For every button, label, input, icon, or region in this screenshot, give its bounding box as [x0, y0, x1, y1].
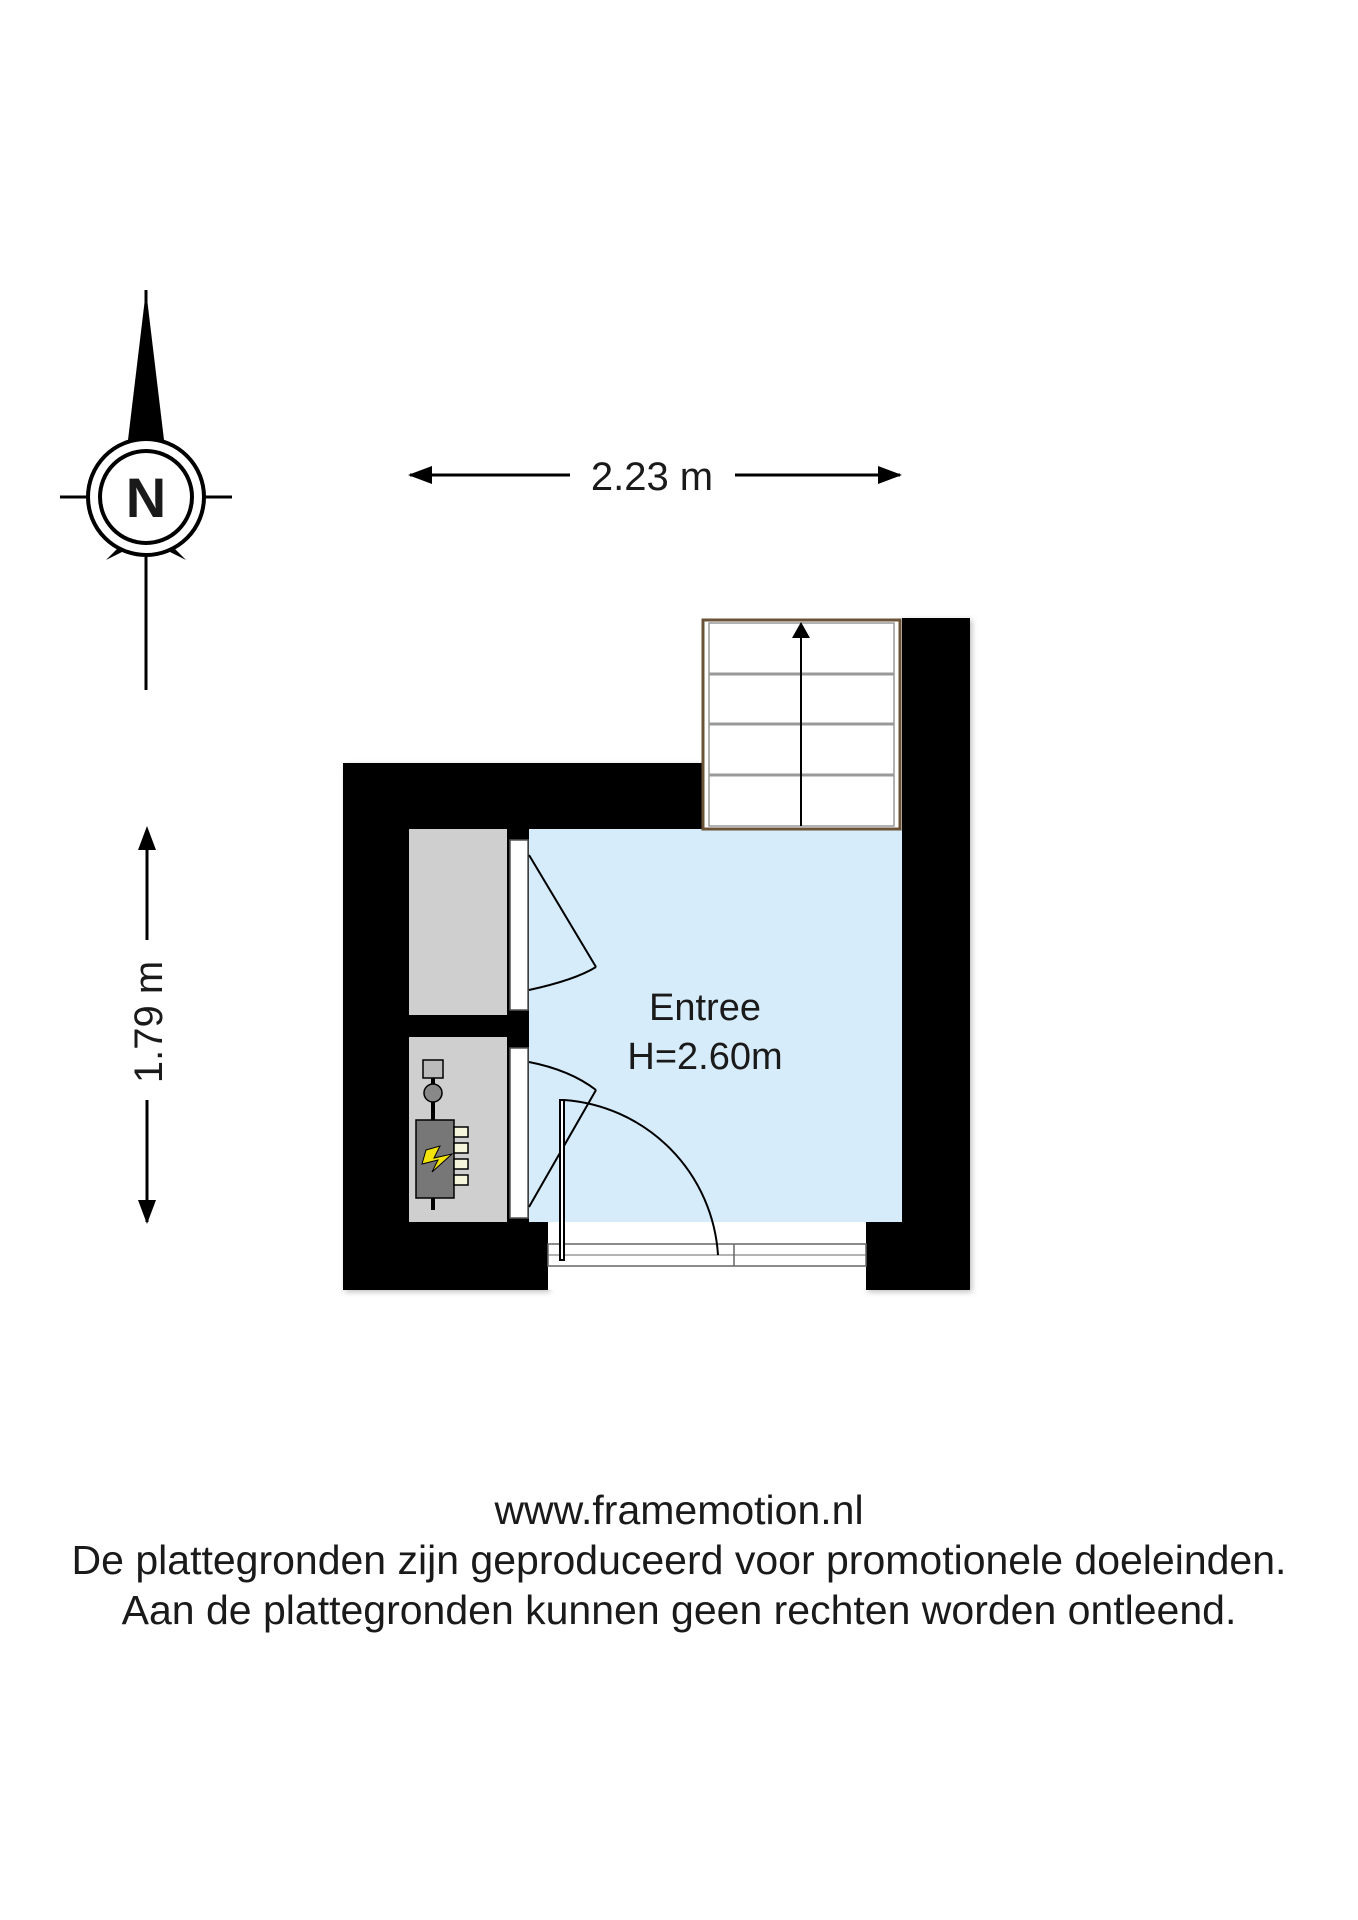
floor-plan: N 2.23 m 1.79 m [60, 290, 970, 1290]
disclaimer-line-2: Aan de plattegronden kunnen geen rechten… [121, 1587, 1237, 1633]
room-height: H=2.60m [627, 1036, 782, 1078]
width-dimension: 2.23 m [408, 455, 902, 499]
disclaimer-line-1: De plattegronden zijn geproduceerd voor … [71, 1537, 1287, 1583]
closet-upper [409, 829, 507, 1015]
compass-letter: N [126, 466, 166, 529]
closet-door-upper-frame [509, 839, 529, 1011]
footer: www.framemotion.nl De plattegronden zijn… [0, 1485, 1358, 1635]
staircase-icon [701, 618, 902, 831]
electric-meter-icon [415, 1059, 469, 1210]
north-compass-icon: N [60, 290, 232, 690]
room-name: Entree [649, 987, 761, 1029]
closet-door-lower-frame [509, 1047, 529, 1219]
room-floor [529, 829, 902, 1222]
closet-divider [409, 1015, 529, 1037]
entrance-door [547, 1099, 867, 1290]
height-label: 1.79 m [127, 961, 171, 1083]
height-dimension: 1.79 m [127, 826, 171, 1224]
width-label: 2.23 m [591, 455, 713, 499]
website-link[interactable]: www.framemotion.nl [494, 1487, 864, 1533]
closet-door-upper-swing [528, 854, 597, 991]
walls [343, 618, 970, 1290]
